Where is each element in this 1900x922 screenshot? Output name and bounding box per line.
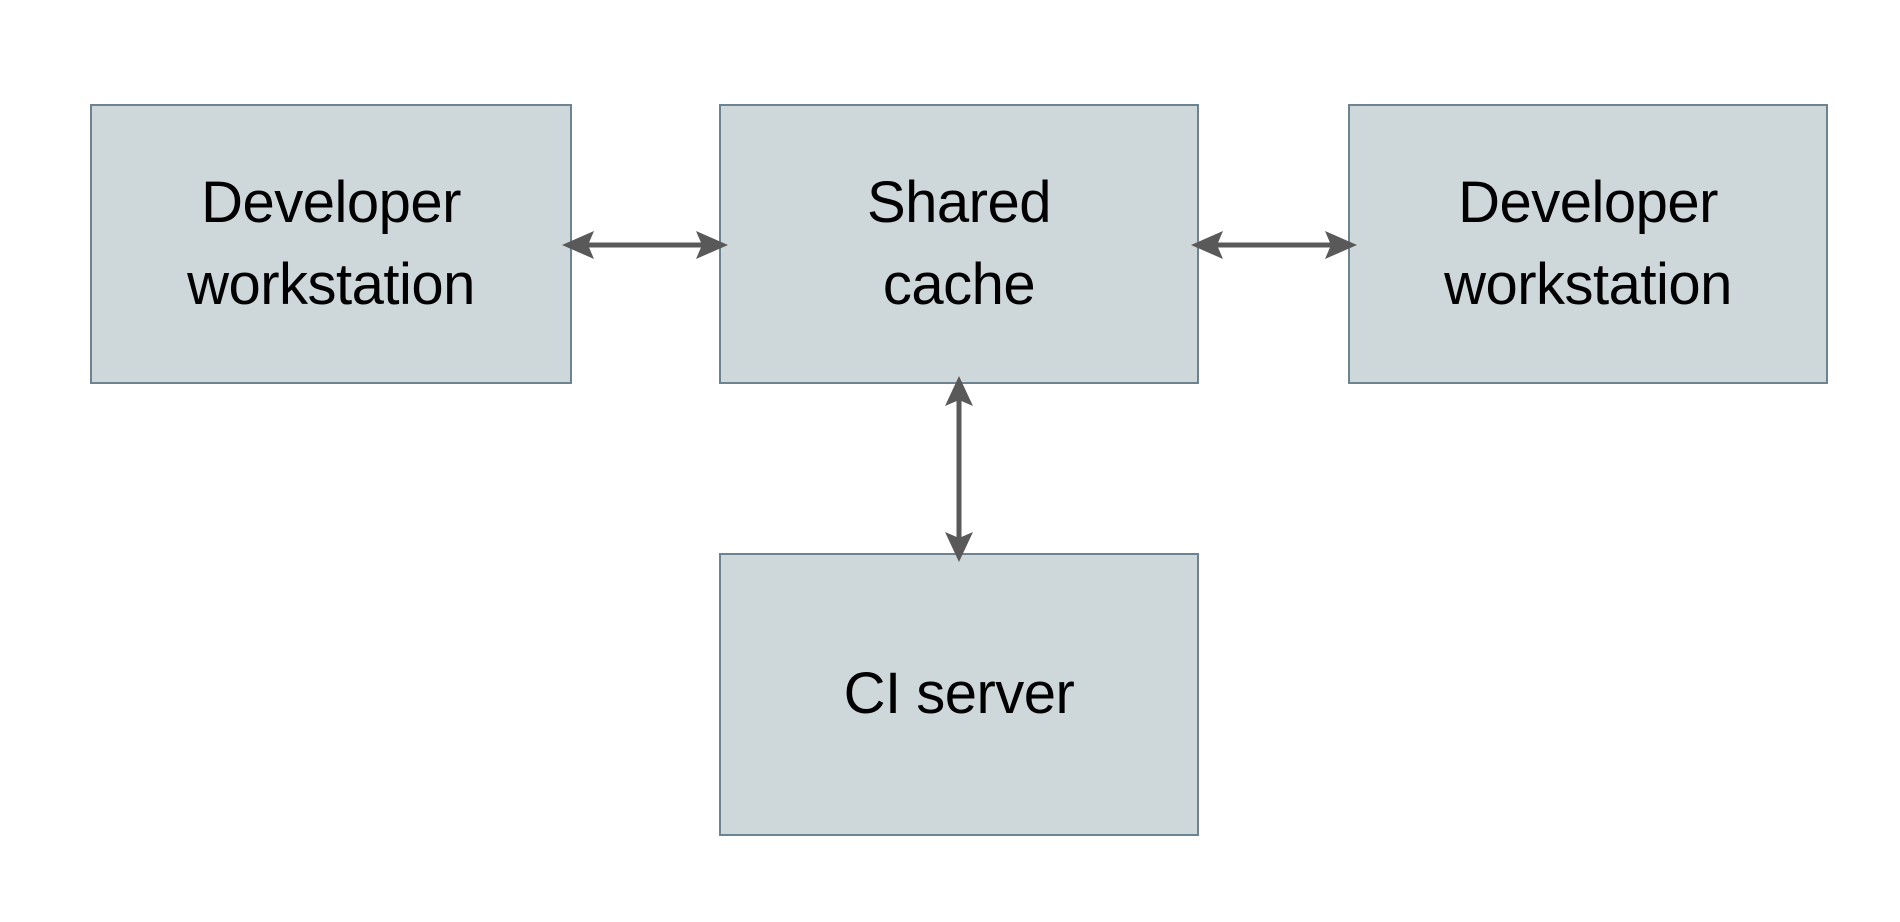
node-shared-cache[interactable]: Shared cache	[719, 104, 1199, 384]
node-ci-server[interactable]: CI server	[719, 553, 1199, 836]
double-arrow-vertical-icon	[945, 376, 973, 562]
node-label-shared-cache: Shared cache	[866, 169, 1052, 317]
double-arrow-horizontal-icon	[562, 231, 728, 259]
node-label-developer-workstation-left: Developer workstation	[187, 169, 475, 317]
connector-left-workstation-to-shared-cache[interactable]	[560, 215, 730, 275]
node-label-ci-server: CI server	[843, 661, 1075, 727]
node-label-developer-workstation-right: Developer workstation	[1444, 169, 1732, 317]
connector-shared-cache-to-right-workstation[interactable]	[1189, 215, 1359, 275]
node-developer-workstation-right[interactable]: Developer workstation	[1348, 104, 1828, 384]
double-arrow-horizontal-icon	[1191, 231, 1357, 259]
connector-ci-server-to-shared-cache[interactable]	[929, 374, 989, 564]
node-developer-workstation-left[interactable]: Developer workstation	[90, 104, 572, 384]
